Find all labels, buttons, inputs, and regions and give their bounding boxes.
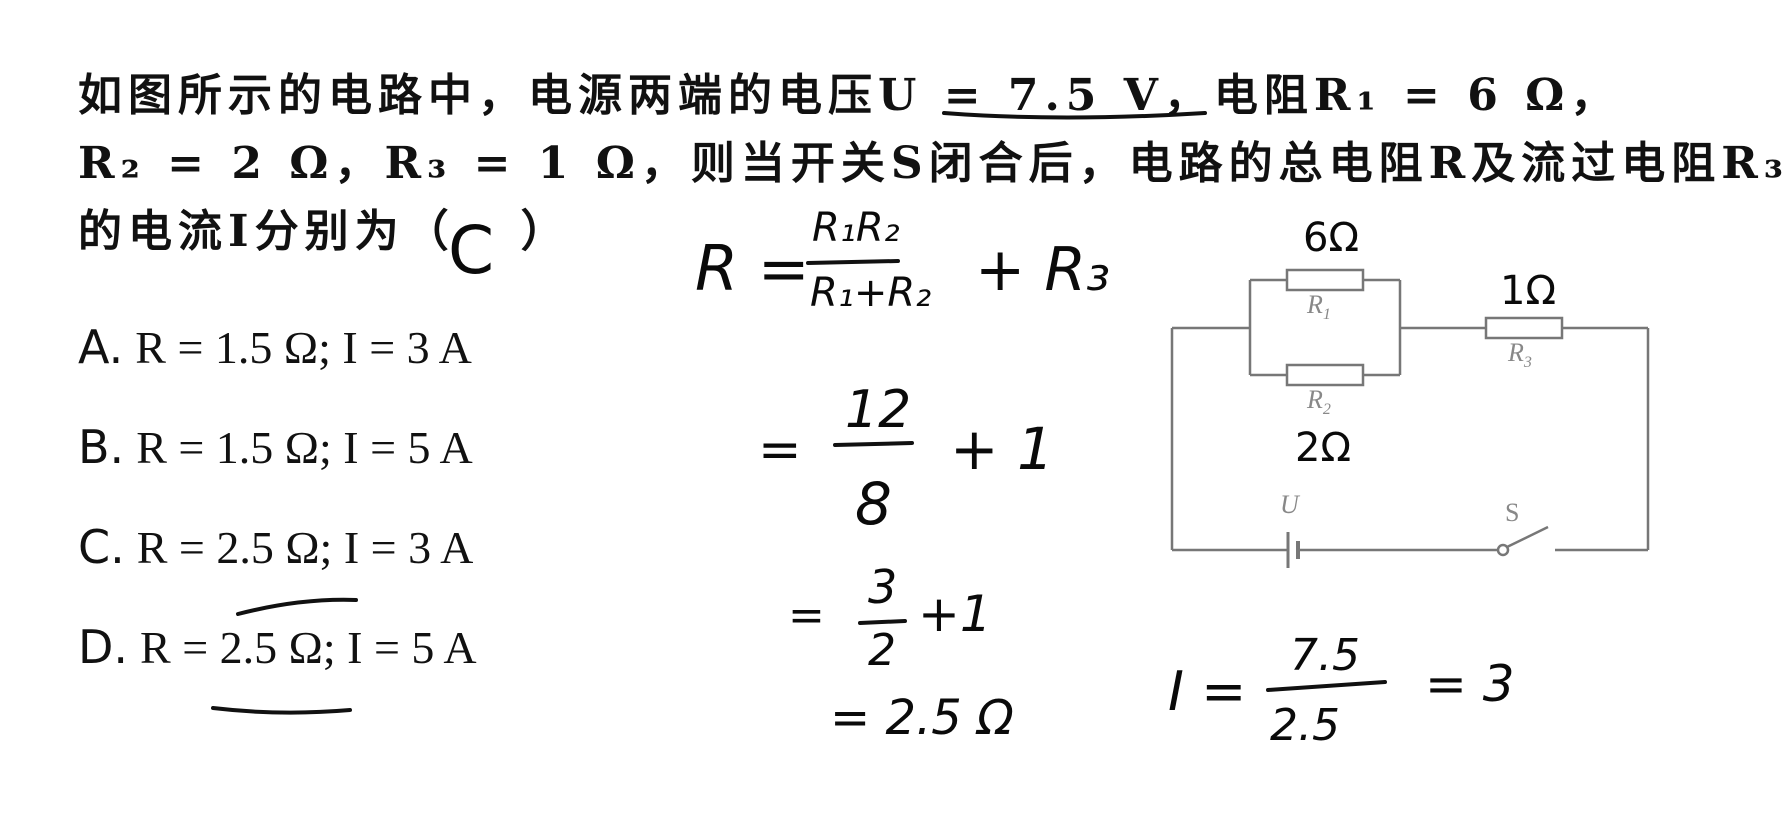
handwritten-answer: C (448, 212, 495, 289)
underline-option-d (211, 706, 352, 715)
option-text: R = 1.5 Ω; I = 3 A (135, 322, 472, 373)
option-letter: C. (78, 520, 125, 574)
worksheet: 如图所示的电路中，电源两端的电压U = 7.5 V，电阻R₁ = 6 Ω， R₂… (78, 62, 1789, 751)
hand-r-lhs: R = (695, 232, 810, 305)
hand-step3-plus: +1 (918, 585, 992, 643)
resistor-r1 (1285, 268, 1365, 292)
option-c[interactable]: C.R = 2.5 Ω; I = 3 A (78, 520, 473, 574)
label-r1: R1 (1307, 290, 1331, 324)
hand-step4: = 2.5 Ω (830, 690, 1014, 746)
label-s: S (1505, 498, 1520, 527)
fraction-bar-i (1266, 680, 1387, 692)
question-line-1: 如图所示的电路中，电源两端的电压U = 7.5 V，电阻R₁ = 6 Ω， (78, 70, 1621, 121)
hand-r-num: R₁R₂ (812, 205, 900, 251)
hand-step2-den: 8 (855, 470, 892, 538)
hand-r-plus: + R₃ (975, 235, 1111, 305)
switch-pivot (1496, 543, 1510, 557)
option-letter: A. (78, 320, 124, 374)
label-u: U (1280, 490, 1299, 519)
option-text: R = 2.5 Ω; I = 3 A (136, 522, 474, 573)
hand-step3-eq: = (788, 590, 825, 641)
option-text: R = 2.5 Ω; I = 5 A (140, 622, 477, 673)
option-b[interactable]: B.R = 1.5 Ω; I = 5 A (78, 420, 473, 474)
close-paren: ） (520, 206, 571, 257)
hand-r1-value: 6Ω (1303, 215, 1360, 261)
question-line-2: R₂ = 2 Ω，R₃ = 1 Ω，则当开关S闭合后，电路的总电阻R及流过电阻R… (78, 138, 1789, 189)
fraction-bar-step2 (833, 441, 914, 447)
hand-i-lhs: I = (1168, 660, 1247, 723)
hand-i-num: 7.5 (1290, 630, 1360, 681)
underline-option-c (236, 597, 358, 616)
option-letter: D. (78, 620, 129, 674)
hand-step2-num: 12 (845, 380, 912, 440)
hand-r2-value: 2Ω (1295, 425, 1352, 471)
hand-step3-den: 2 (868, 625, 896, 676)
hand-r3-value: 1Ω (1500, 268, 1557, 314)
switch-lever (1506, 525, 1549, 549)
question-line-3-text: 的电流I分别为（ (78, 206, 455, 257)
hand-step2-plus: + 1 (950, 415, 1054, 483)
label-r2: R2 (1307, 385, 1331, 419)
option-a[interactable]: A.R = 1.5 Ω; I = 3 A (78, 320, 472, 374)
option-d[interactable]: D.R = 2.5 Ω; I = 5 A (78, 620, 477, 674)
hand-step3-num: 3 (868, 560, 898, 614)
option-text: R = 1.5 Ω; I = 5 A (136, 422, 473, 473)
resistor-r2 (1285, 363, 1365, 387)
fraction-bar-step3 (858, 619, 907, 625)
label-r3: R3 (1508, 338, 1532, 372)
hand-i-den: 2.5 (1270, 700, 1340, 751)
circuit-diagram (1170, 268, 1650, 568)
hand-step2-eq: = (758, 420, 802, 480)
resistor-r3 (1484, 316, 1564, 340)
option-letter: B. (78, 420, 125, 474)
question-text: 如图所示的电路中，电源两端的电压U = 7.5 V，电阻R₁ = 6 Ω， R₂… (78, 62, 1789, 266)
hand-i-result: = 3 (1425, 655, 1515, 713)
question-line-3: 的电流I分别为（ ） (78, 198, 1698, 266)
hand-r-den: R₁+R₂ (810, 270, 932, 316)
